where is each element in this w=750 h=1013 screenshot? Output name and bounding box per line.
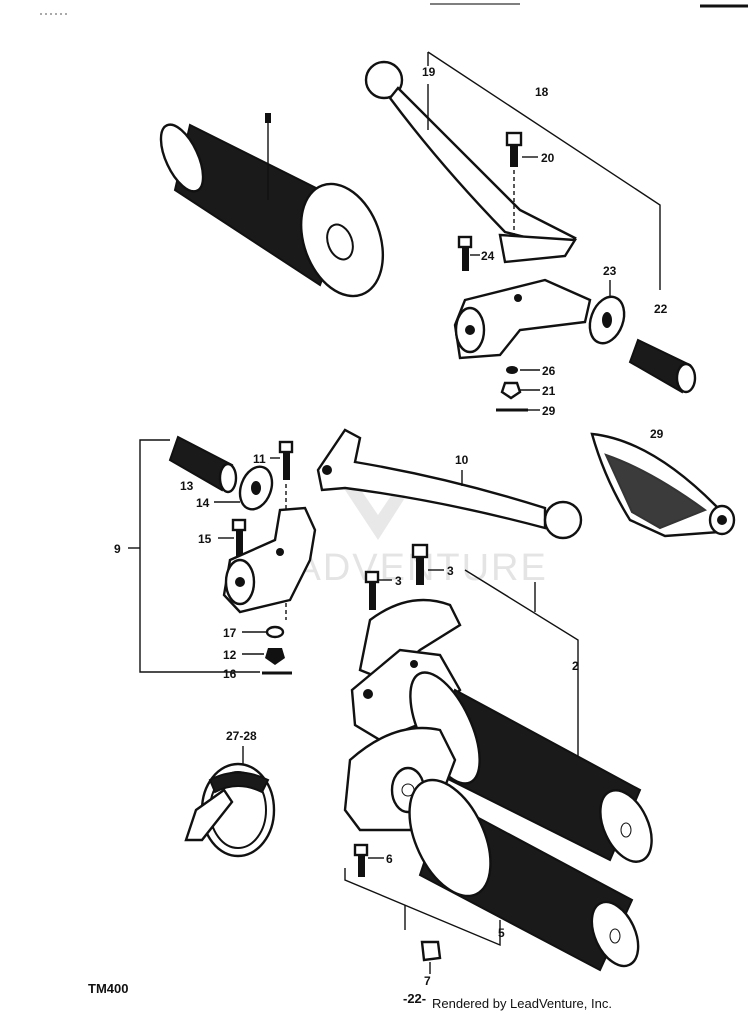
throttle-housing[interactable] — [350, 598, 462, 742]
callout-15: 15 — [198, 532, 212, 546]
lever-part-19[interactable]: 19 — [364, 60, 578, 264]
washer-part-23[interactable]: 23 — [584, 264, 630, 348]
lever-part-10[interactable]: 10 — [316, 428, 583, 540]
callout-3a: 3 — [395, 574, 402, 588]
bracket-18: 18 — [427, 51, 661, 290]
adjuster-part-22[interactable]: 22 — [628, 302, 697, 394]
grip-part-5[interactable] — [393, 767, 648, 973]
washer-part-14[interactable]: 14 — [196, 462, 278, 514]
callout-27-28: 27-28 — [226, 729, 257, 743]
bolt-part-20[interactable]: 20 — [505, 131, 555, 240]
scan-marks — [40, 3, 748, 15]
callout-26: 26 — [542, 364, 556, 378]
hardware-lower[interactable]: 17 12 16 — [223, 625, 292, 681]
bolt-part-24[interactable]: 24 — [457, 235, 495, 271]
callout-9: 9 — [114, 542, 121, 556]
callout-29a: 29 — [542, 404, 556, 418]
render-credit: Rendered by LeadVenture, Inc. — [432, 996, 612, 1011]
bolts-part-3[interactable]: 3 3 — [364, 543, 454, 610]
callout-7: 7 — [424, 974, 431, 988]
callout-10: 10 — [455, 453, 469, 467]
callout-6: 6 — [386, 852, 393, 866]
page-number: -22- — [403, 991, 426, 1006]
callout-5: 5 — [498, 926, 505, 940]
lever-bracket-lower[interactable] — [222, 506, 317, 614]
callout-22: 22 — [654, 302, 668, 316]
grip-part-1[interactable] — [152, 113, 397, 307]
clamp-part-27-28[interactable]: 27-28 — [184, 729, 276, 858]
callout-21: 21 — [542, 384, 556, 398]
callout-19: 19 — [422, 65, 436, 79]
lever-bracket-upper[interactable] — [453, 278, 592, 360]
callout-16: 16 — [223, 667, 237, 681]
callout-2: 2 — [572, 659, 579, 673]
callout-17: 17 — [223, 626, 237, 640]
diagram-code: TM400 — [88, 981, 128, 996]
callout-24: 24 — [481, 249, 495, 263]
cover-part-29[interactable]: 29 — [590, 427, 736, 538]
screw-part-6[interactable]: 6 — [353, 843, 393, 877]
bolt-part-15[interactable]: 15 — [198, 518, 247, 556]
callout-23: 23 — [603, 264, 617, 278]
callout-12: 12 — [223, 648, 237, 662]
bracket-2: 2 — [464, 569, 579, 760]
callout-20: 20 — [541, 151, 555, 165]
callout-14: 14 — [196, 496, 210, 510]
bracket-5: 5 — [344, 868, 505, 947]
callout-18: 18 — [535, 85, 549, 99]
callout-29b: 29 — [650, 427, 664, 441]
callout-11: 11 — [253, 452, 266, 466]
callout-13: 13 — [180, 479, 194, 493]
adjuster-part-13[interactable]: 13 — [168, 435, 238, 494]
callout-3b: 3 — [447, 564, 454, 578]
cap-part-7[interactable]: 7 — [420, 940, 442, 988]
bracket-9: 9 — [114, 439, 260, 673]
hardware-upper[interactable]: 26 21 29 — [496, 364, 556, 418]
grip-part-2[interactable] — [396, 663, 662, 870]
